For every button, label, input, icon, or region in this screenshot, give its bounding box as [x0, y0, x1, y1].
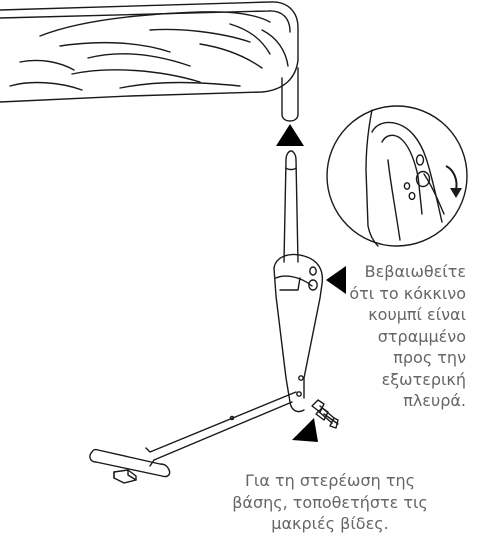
red-button-note-line-5: προς την	[393, 348, 466, 367]
upper-tube	[281, 67, 299, 122]
long-bolts-note-line-3: μακριές βίδες.	[271, 514, 389, 533]
triangle-up-icon	[276, 124, 304, 146]
bolts	[311, 399, 339, 429]
red-button-note: Βεβαιωθείτε ότι το κόκκινο κουμπί είναι …	[349, 261, 466, 412]
triangle-left-icon	[326, 266, 346, 294]
red-button-note-line-7: πλευρά.	[403, 391, 466, 410]
long-bolts-note-line-1: Για τη στερέωση της	[245, 471, 415, 490]
red-button-note-line-6: εξωτερική	[381, 369, 466, 389]
red-button-note-line-2: ότι το κόκκινο	[349, 283, 466, 303]
red-button-note-line-4: στραμμένο	[377, 326, 466, 346]
red-button-note-line-1: Βεβαιωθείτε	[364, 262, 466, 281]
base-leg	[89, 391, 297, 484]
curved-rotate-arrow-icon	[445, 165, 462, 198]
long-bolts-note: Για τη στερέωση της βάσης, τοποθετήστε τ…	[220, 470, 440, 535]
connector-rod	[283, 150, 299, 263]
triangle-diagonal-icon	[292, 418, 318, 442]
side-frame	[273, 253, 324, 413]
long-bolts-note-line-2: βάσης, τοποθετήστε τις	[232, 492, 428, 512]
red-button-note-line-3: κουμπί είναι	[368, 305, 466, 324]
detail-magnifier	[326, 105, 468, 247]
fabric-seat	[0, 1, 299, 103]
